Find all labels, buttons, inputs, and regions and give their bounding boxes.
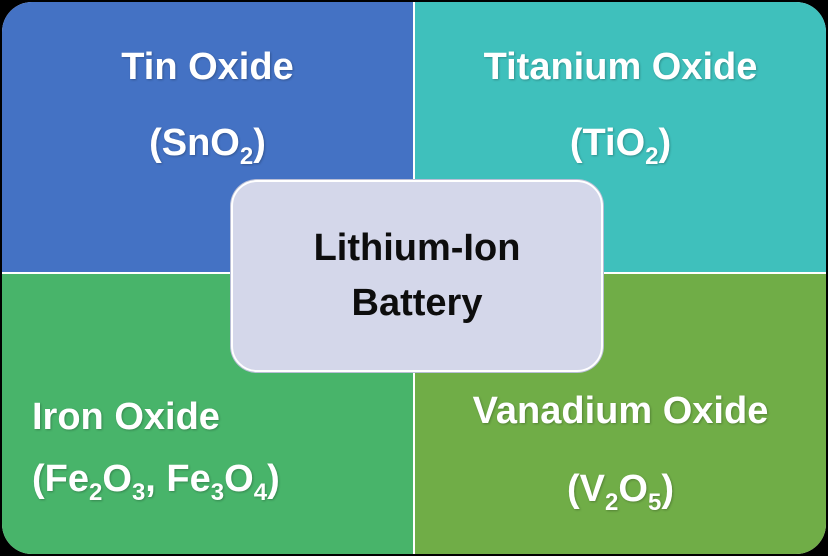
titanium-oxide-formula: (TiO2) <box>569 122 672 170</box>
iron-oxide-name: Iron Oxide <box>32 396 220 438</box>
tin-oxide-name: Tin Oxide <box>121 46 294 88</box>
center-lithium-ion-battery: Lithium-Ion Battery <box>231 180 603 372</box>
vanadium-oxide-name: Vanadium Oxide <box>472 390 769 432</box>
center-line-1: Lithium-Ion <box>313 226 521 269</box>
vanadium-oxide-formula: (V2O5) <box>567 468 674 516</box>
tin-oxide-formula: (SnO2) <box>149 122 266 170</box>
quadrant-tin-oxide: Tin Oxide (SnO2) <box>2 2 415 274</box>
center-label: Lithium-Ion Battery <box>314 221 521 331</box>
titanium-oxide-name: Titanium Oxide <box>483 46 758 88</box>
center-line-2: Battery <box>351 282 483 324</box>
iron-oxide-formula: (Fe2O3, Fe3O4) <box>32 458 280 506</box>
